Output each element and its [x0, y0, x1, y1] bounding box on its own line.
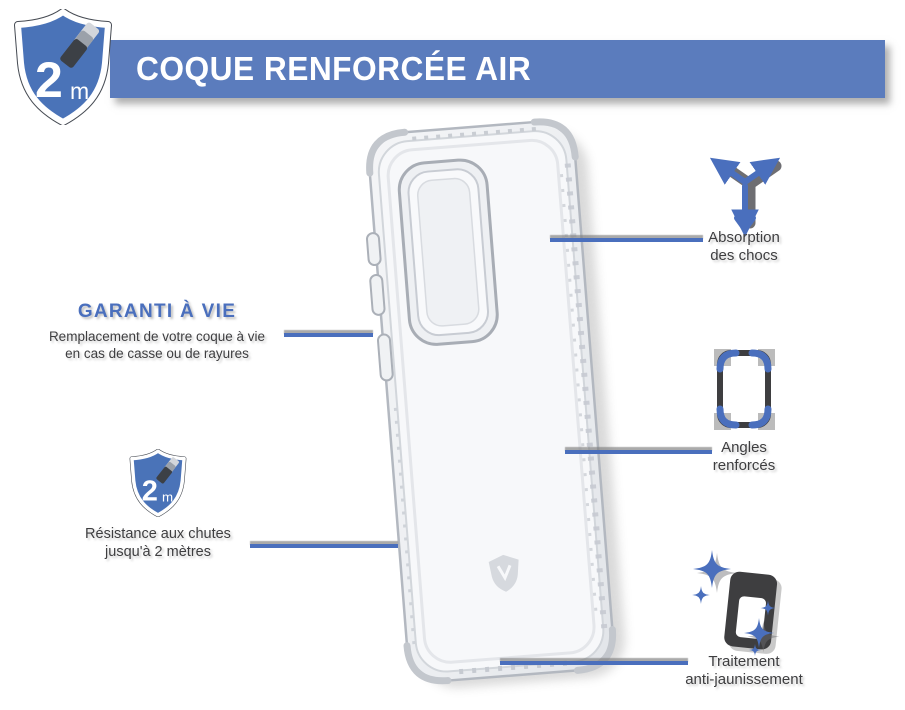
callout-line-warranty [284, 333, 373, 337]
warranty-line-1: Remplacement de votre coque à vie [48, 329, 266, 344]
drop-badge-unit: m [162, 490, 173, 505]
drop-badge-small-icon: 2 m [129, 449, 187, 517]
case-side-buttons [365, 232, 394, 382]
page-title: COQUE RENFORCÉE AIR [136, 50, 532, 87]
drop-badge-value: 2 [142, 475, 158, 507]
feature-label-shock: Absorption des chocs [654, 229, 834, 265]
feature-label-corners: Angles renforcés [654, 439, 834, 475]
feature-corners-line-1: Angles [721, 439, 767, 456]
case-corner-bumpers [366, 118, 617, 685]
drop-resistance-line-1: Résistance aux chutes [85, 526, 231, 542]
anti-yellowing-icon [692, 550, 782, 656]
phone-case-image [365, 118, 626, 688]
warranty-title: GARANTI À VIE [77, 301, 237, 322]
feature-corners-line-2: renforcés [712, 457, 776, 474]
drop-resistance-block: 2 m Résistance aux chutes jusqu'à 2 mètr… [53, 449, 263, 561]
feature-anti-yellowing-line-1: Traitement [708, 653, 780, 670]
callout-line-corners [565, 450, 712, 454]
warranty-line-2: en cas de casse ou de rayures [65, 346, 249, 361]
feature-label-anti-yellowing: Traitement anti-jaunissement [654, 653, 834, 689]
falling-phone-icon [60, 22, 100, 68]
feature-shock-line-1: Absorption [708, 229, 780, 246]
warranty-block: GARANTI À VIE Remplacement de votre coqu… [25, 301, 289, 362]
force-logo [488, 554, 519, 592]
feature-shock-line-2: des chocs [710, 247, 778, 264]
shock-dispersion-icon [709, 157, 782, 238]
drop-badge-icon: 2 m [14, 9, 112, 125]
camera-cutout [397, 158, 499, 346]
header-banner: COQUE RENFORCÉE AIR [110, 40, 885, 98]
falling-phone-icon [156, 457, 179, 484]
callout-line-shock [550, 238, 703, 242]
drop-resistance-line-2: jusqu'à 2 mètres [105, 544, 211, 560]
callout-line-drop [250, 544, 398, 548]
badge-unit: m [70, 78, 89, 104]
callout-line-anti-yellowing [500, 661, 688, 665]
badge-value: 2 [35, 52, 63, 108]
feature-anti-yellowing-line-2: anti-jaunissement [685, 671, 803, 688]
reinforced-corners-icon [714, 349, 775, 430]
